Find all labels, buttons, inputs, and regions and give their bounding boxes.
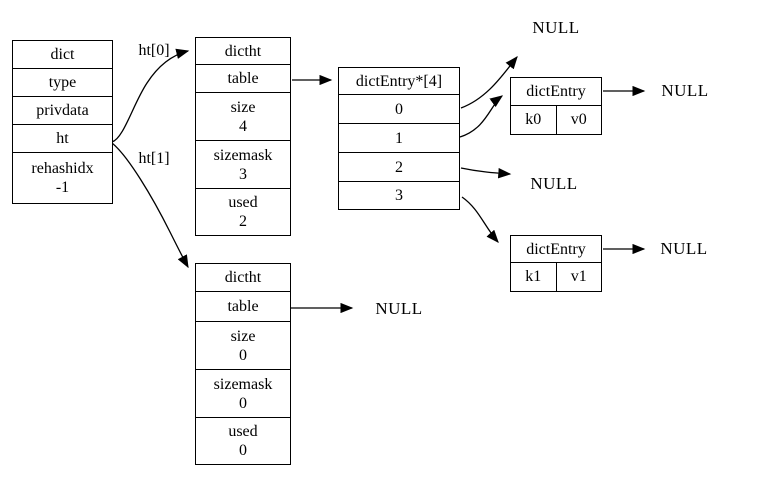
dict-struct-box: dict type privdata ht rehashidx -1 [12,40,113,204]
cell-text: sizemask [213,375,273,393]
cell-text: 0 [395,100,403,118]
dictht1-title-cell: dictht [196,264,290,291]
entry1-kv-row: k1 v1 [511,262,601,291]
dictht0-used-cell: used 2 [196,188,290,235]
cell-text: k0 [525,111,542,128]
entry-array-slot0-cell: 0 [339,94,459,123]
arrow-slot0-to-null [460,55,518,109]
cell-text: privdata [36,102,89,119]
null-label-slot2: NULL [530,174,578,193]
arrow-slot3-to-entry1 [461,196,499,243]
null-label-ht1-table: NULL [375,299,423,318]
cell-text: 3 [395,187,403,204]
edge-label-ht0: ht[0] [138,42,170,59]
dict-entry1-box: dictEntry k1 v1 [510,235,602,292]
cell-value: 3 [239,165,247,183]
cell-text: v1 [570,268,587,285]
cell-text: 2 [395,158,403,176]
cell-text: dictht [224,42,262,60]
null-label-entry1-next: NULL [660,239,708,258]
cell-text: dict [50,46,75,63]
cell-text: v0 [570,111,587,128]
cell-text: type [48,74,77,91]
dict-title-cell: dict [13,41,112,68]
cell-value: 0 [239,394,247,412]
cell-value: -1 [55,179,70,196]
cell-text: sizemask [213,146,273,164]
cell-text: k1 [525,268,542,285]
dictht0-title-cell: dictht [196,38,290,64]
arrow-slot2-to-null [460,167,512,179]
dictht1-size-cell: size 0 [196,321,290,369]
dict-type-cell: type [13,68,112,96]
null-label-entry0-next: NULL [661,81,709,100]
cell-text: size [230,327,256,345]
entry-array-header-cell: dictEntry*[4] [339,68,459,94]
entry0-value-cell: v0 [555,106,602,134]
cell-text: rehashidx [31,160,94,177]
entry0-key-cell: k0 [511,106,556,134]
cell-text: size [230,98,256,116]
cell-text: used [228,194,258,211]
dictht1-sizemask-cell: sizemask 0 [196,369,290,417]
entry-array-slot3-cell: 3 [339,181,459,209]
dict-ht-cell: ht [13,124,112,152]
cell-text: dictEntry [526,240,586,258]
edge-label-ht1: ht[1] [138,150,170,167]
dictht0-size-cell: size 4 [196,92,290,140]
entry1-header-cell: dictEntry [511,236,601,262]
cell-text: table [227,70,259,87]
entry1-value-cell: v1 [555,263,602,291]
cell-text: table [227,298,259,315]
null-label-slot0: NULL [532,18,580,37]
entry-array-slot1-cell: 1 [339,123,459,152]
cell-text: 1 [395,129,403,147]
cell-value: 0 [239,346,247,364]
entry-array-box: dictEntry*[4] 0 1 2 3 [338,67,460,210]
arrow-ht0-to-dictht [111,48,190,143]
entry0-kv-row: k0 v0 [511,105,601,134]
dictht0-table-cell: table [196,64,290,92]
dictht1-table-cell: table [196,291,290,321]
arrow-slot1-to-entry0 [459,95,504,138]
cell-value: 0 [239,442,247,459]
dict-rehashidx-cell: rehashidx -1 [13,152,112,203]
cell-value: 2 [239,213,247,230]
cell-text: used [228,423,258,440]
cell-text: ht [56,130,69,147]
cell-text: dictEntry*[4] [355,72,443,90]
entry-array-slot2-cell: 2 [339,152,459,181]
entry0-header-cell: dictEntry [511,78,601,105]
cell-text: dictEntry [526,83,586,100]
dict-entry0-box: dictEntry k0 v0 [510,77,602,135]
cell-text: dictht [224,269,262,286]
dictht0-sizemask-cell: sizemask 3 [196,140,290,188]
dict-privdata-cell: privdata [13,96,112,124]
dictht1-used-cell: used 0 [196,417,290,464]
dictht0-box: dictht table size 4 sizemask 3 used 2 [195,37,291,236]
cell-value: 4 [239,117,247,135]
entry1-key-cell: k1 [511,263,556,291]
dictht1-box: dictht table size 0 sizemask 0 used 0 [195,263,291,465]
